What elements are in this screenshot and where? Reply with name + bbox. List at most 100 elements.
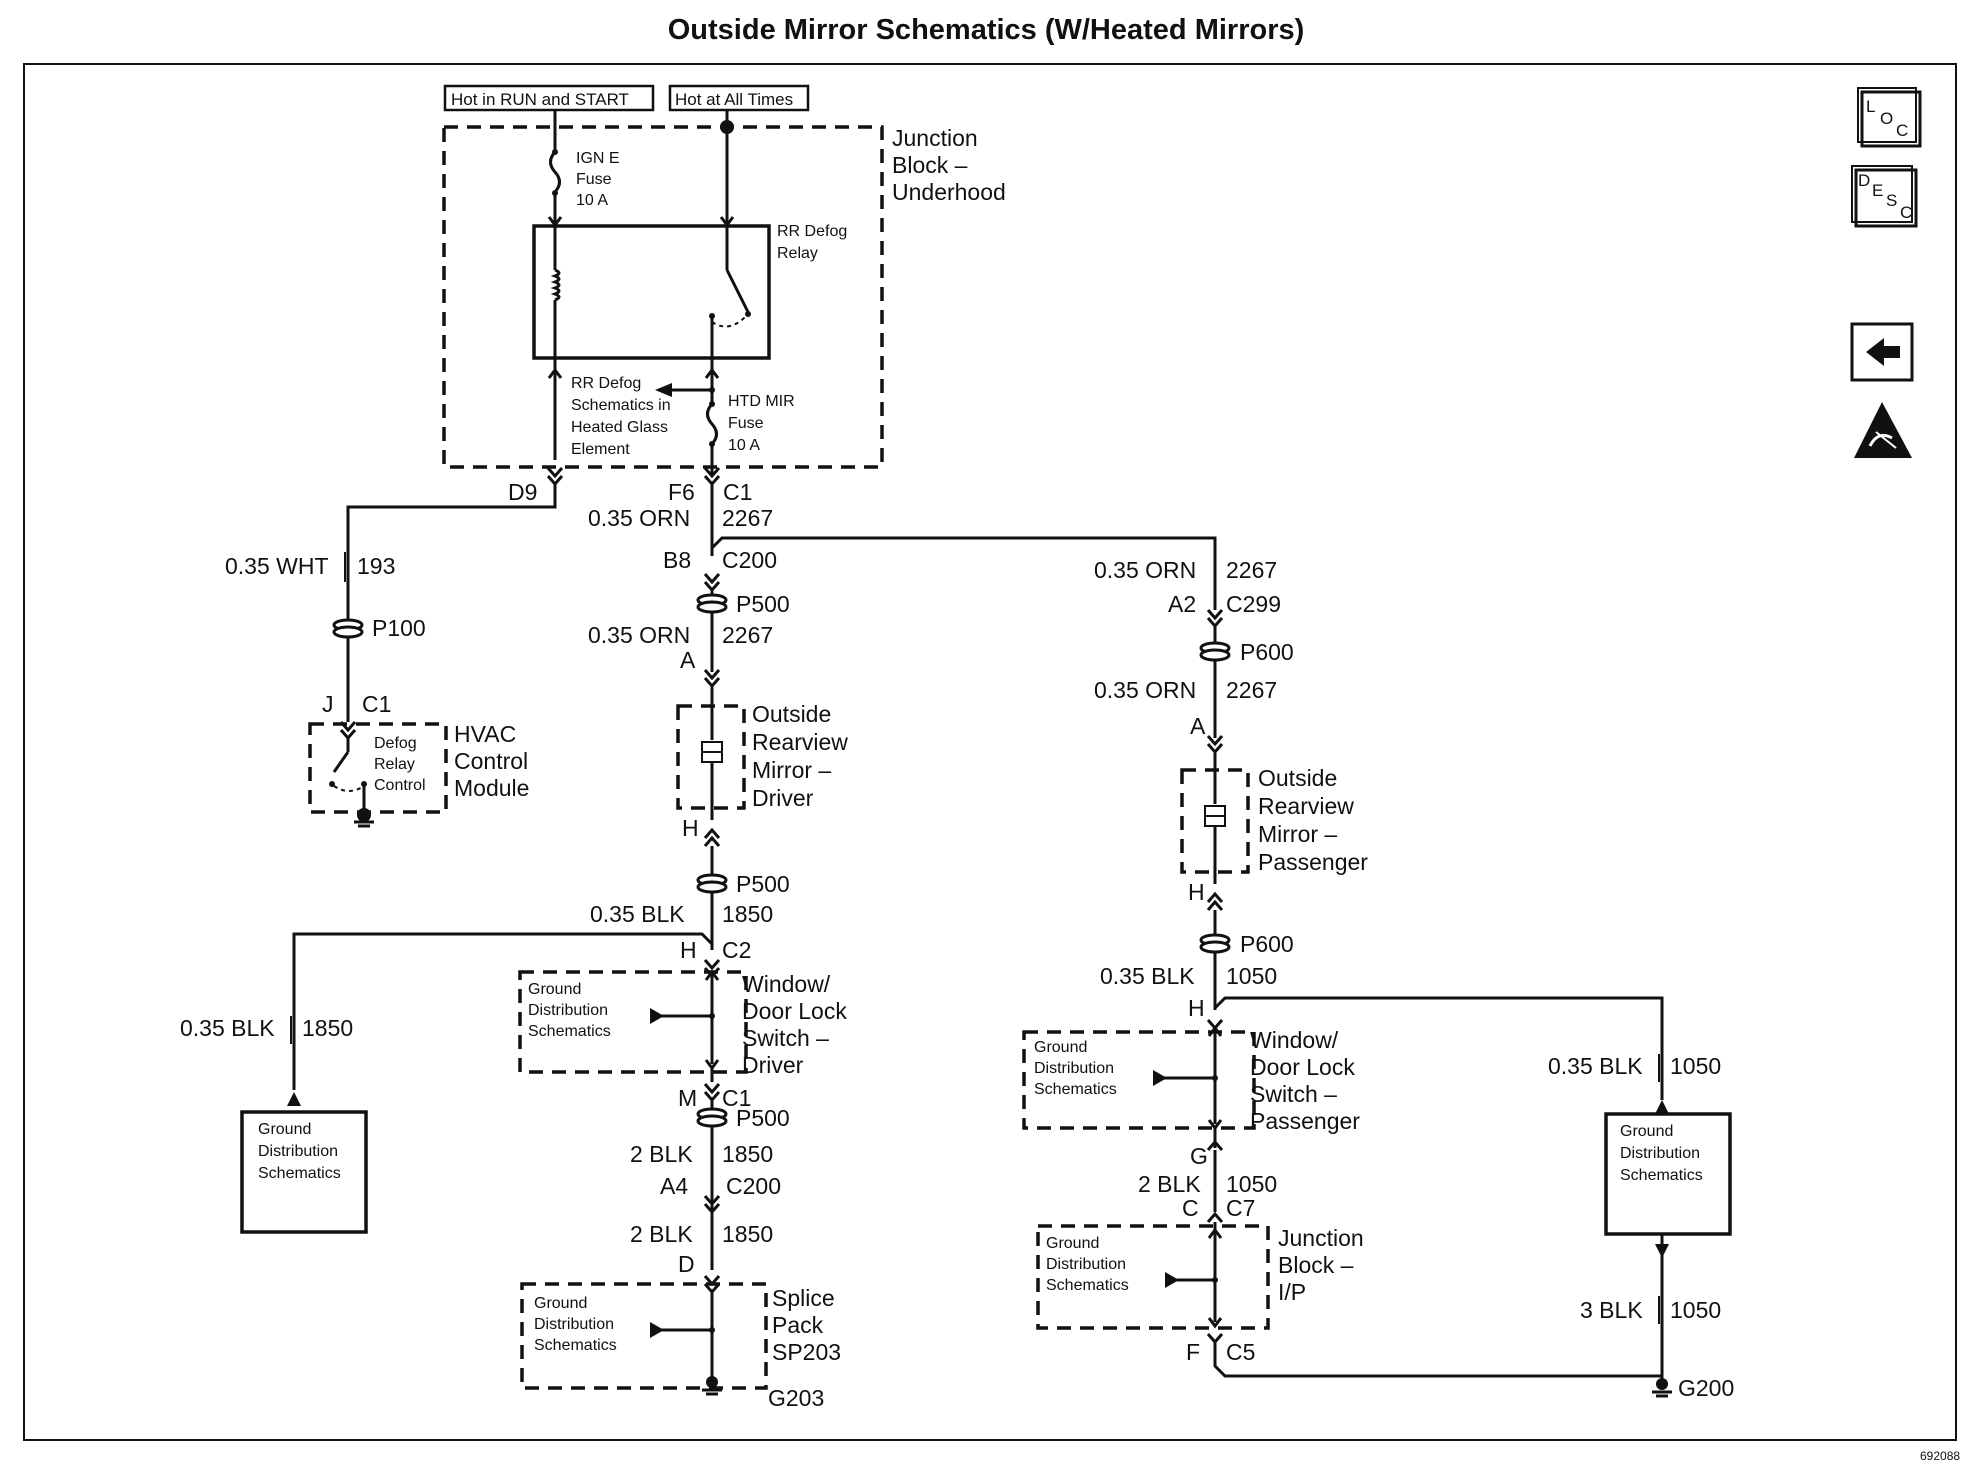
- svg-text:Distribution: Distribution: [258, 1143, 338, 1160]
- svg-text:P500: P500: [736, 1105, 790, 1131]
- svg-text:H: H: [680, 937, 697, 963]
- splice-pack-sp203-outline: [520, 1282, 768, 1390]
- svg-text:P600: P600: [1240, 931, 1294, 957]
- svg-text:10 A: 10 A: [728, 437, 760, 454]
- svg-text:C200: C200: [722, 547, 777, 573]
- svg-text:0.35 BLK: 0.35 BLK: [180, 1015, 275, 1041]
- connector-p500-1: [696, 593, 728, 614]
- svg-text:Door Lock: Door Lock: [742, 998, 847, 1024]
- svg-text:C7: C7: [1226, 1195, 1255, 1221]
- window-switch-passenger-label: Window/: [1250, 1027, 1339, 1053]
- ground-symbol-hvac: [354, 808, 374, 828]
- svg-text:SP203: SP203: [772, 1339, 841, 1365]
- ground-symbol-g200: [1652, 1378, 1672, 1398]
- svg-text:D9: D9: [508, 479, 537, 505]
- svg-text:1850: 1850: [302, 1015, 353, 1041]
- svg-text:Relay: Relay: [374, 756, 415, 773]
- svg-text:F6: F6: [668, 479, 695, 505]
- esd-warning-icon: [1854, 402, 1912, 458]
- svg-text:Relay: Relay: [777, 245, 818, 262]
- svg-text:P500: P500: [736, 591, 790, 617]
- relay-switch-contact: [725, 269, 750, 313]
- splice-pack-label: Splice: [772, 1285, 835, 1311]
- gds-ref-driver-switch[interactable]: Ground: [528, 981, 581, 998]
- ground-distribution-ref-left[interactable]: Ground Distribution Schematics: [240, 1110, 368, 1234]
- gds-ref-jb-ip[interactable]: Ground: [1046, 1235, 1099, 1252]
- rr-defog-ref-label: RR Defog: [571, 375, 641, 392]
- window-switch-driver-label: Window/: [742, 971, 831, 997]
- svg-text:Passenger: Passenger: [1258, 849, 1368, 875]
- power-label-run-start: Hot in RUN and START: [443, 84, 655, 112]
- svg-text:1850: 1850: [722, 901, 773, 927]
- svg-text:A4: A4: [660, 1173, 688, 1199]
- svg-text:Element: Element: [571, 441, 630, 458]
- svg-text:E: E: [1872, 181, 1883, 200]
- svg-text:Schematics: Schematics: [1046, 1277, 1129, 1294]
- page-title: Outside Mirror Schematics (W/Heated Mirr…: [667, 14, 1305, 46]
- svg-text:C2: C2: [722, 937, 751, 963]
- loc-button[interactable]: L O C: [1857, 87, 1922, 148]
- diagram-frame: [23, 63, 1957, 1441]
- svg-text:D: D: [678, 1251, 695, 1277]
- desc-button[interactable]: D E S C: [1851, 165, 1918, 228]
- left-arrow-icon[interactable]: [1850, 322, 1914, 382]
- svg-text:Schematics in: Schematics in: [571, 397, 671, 414]
- svg-text:G: G: [1190, 1143, 1208, 1169]
- hvac-control-module-outline: [308, 722, 448, 814]
- gds-ref-splice[interactable]: Ground: [534, 1295, 587, 1312]
- figure-id: 692088: [1920, 1449, 1960, 1463]
- svg-text:I/P: I/P: [1278, 1279, 1306, 1305]
- connector-p100: [332, 618, 364, 639]
- rr-defog-ref-arrow: [655, 383, 672, 397]
- svg-text:C1: C1: [723, 479, 752, 505]
- svg-text:2267: 2267: [722, 505, 773, 531]
- svg-text:10 A: 10 A: [576, 192, 608, 209]
- svg-text:2267: 2267: [722, 622, 773, 648]
- wire-1850-blk-branch: [292, 932, 714, 1090]
- wire-1050-blk-branch: [1213, 996, 1664, 1100]
- svg-text:Hot at All Times: Hot at All Times: [675, 90, 793, 109]
- connector-p600-2: [1199, 933, 1231, 954]
- svg-text:D: D: [1858, 171, 1870, 190]
- svg-text:2 BLK: 2 BLK: [630, 1221, 693, 1247]
- svg-text:0.35 ORN: 0.35 ORN: [588, 505, 690, 531]
- junction-block-underhood-outline: [442, 125, 884, 469]
- svg-text:Ground: Ground: [1620, 1123, 1673, 1140]
- svg-text:Fuse: Fuse: [576, 171, 612, 188]
- svg-text:1850: 1850: [722, 1141, 773, 1167]
- ground-distribution-ref-right[interactable]: Ground Distribution Schematics: [1604, 1112, 1732, 1236]
- svg-text:Door Lock: Door Lock: [1250, 1054, 1355, 1080]
- svg-text:A2: A2: [1168, 591, 1196, 617]
- svg-text:1850: 1850: [722, 1221, 773, 1247]
- svg-text:0.35 BLK: 0.35 BLK: [590, 901, 685, 927]
- svg-text:J: J: [322, 691, 334, 717]
- svg-text:M: M: [678, 1085, 697, 1111]
- svg-text:C299: C299: [1226, 591, 1281, 617]
- connector-p500-3: [696, 1107, 728, 1128]
- svg-text:G200: G200: [1678, 1375, 1734, 1401]
- svg-text:H: H: [1188, 995, 1205, 1021]
- svg-text:Ground: Ground: [258, 1121, 311, 1138]
- svg-text:Rearview: Rearview: [752, 729, 848, 755]
- svg-text:P600: P600: [1240, 639, 1294, 665]
- svg-text:O: O: [1880, 109, 1893, 128]
- junction-block-ip-outline: [1036, 1224, 1270, 1330]
- svg-text:B8: B8: [663, 547, 691, 573]
- svg-text:Switch –: Switch –: [742, 1025, 829, 1051]
- svg-text:0.35 BLK: 0.35 BLK: [1548, 1053, 1643, 1079]
- gds-ref-pass-switch[interactable]: Ground: [1034, 1039, 1087, 1056]
- svg-text:1050: 1050: [1670, 1053, 1721, 1079]
- svg-text:Schematics: Schematics: [258, 1165, 341, 1182]
- ign-e-fuse-symbol: [549, 150, 561, 194]
- relay-coil-symbol: [550, 268, 561, 302]
- svg-text:C: C: [1896, 121, 1908, 140]
- htd-mir-fuse-symbol: [706, 402, 718, 446]
- junction-block-ip-label: Junction: [1278, 1225, 1364, 1251]
- connector-p500-2: [696, 873, 728, 894]
- svg-text:F: F: [1186, 1339, 1200, 1365]
- svg-text:1050: 1050: [1670, 1297, 1721, 1323]
- svg-text:S: S: [1886, 191, 1897, 210]
- svg-text:Passenger: Passenger: [1250, 1108, 1360, 1134]
- svg-text:P100: P100: [372, 615, 426, 641]
- svg-text:2267: 2267: [1226, 557, 1277, 583]
